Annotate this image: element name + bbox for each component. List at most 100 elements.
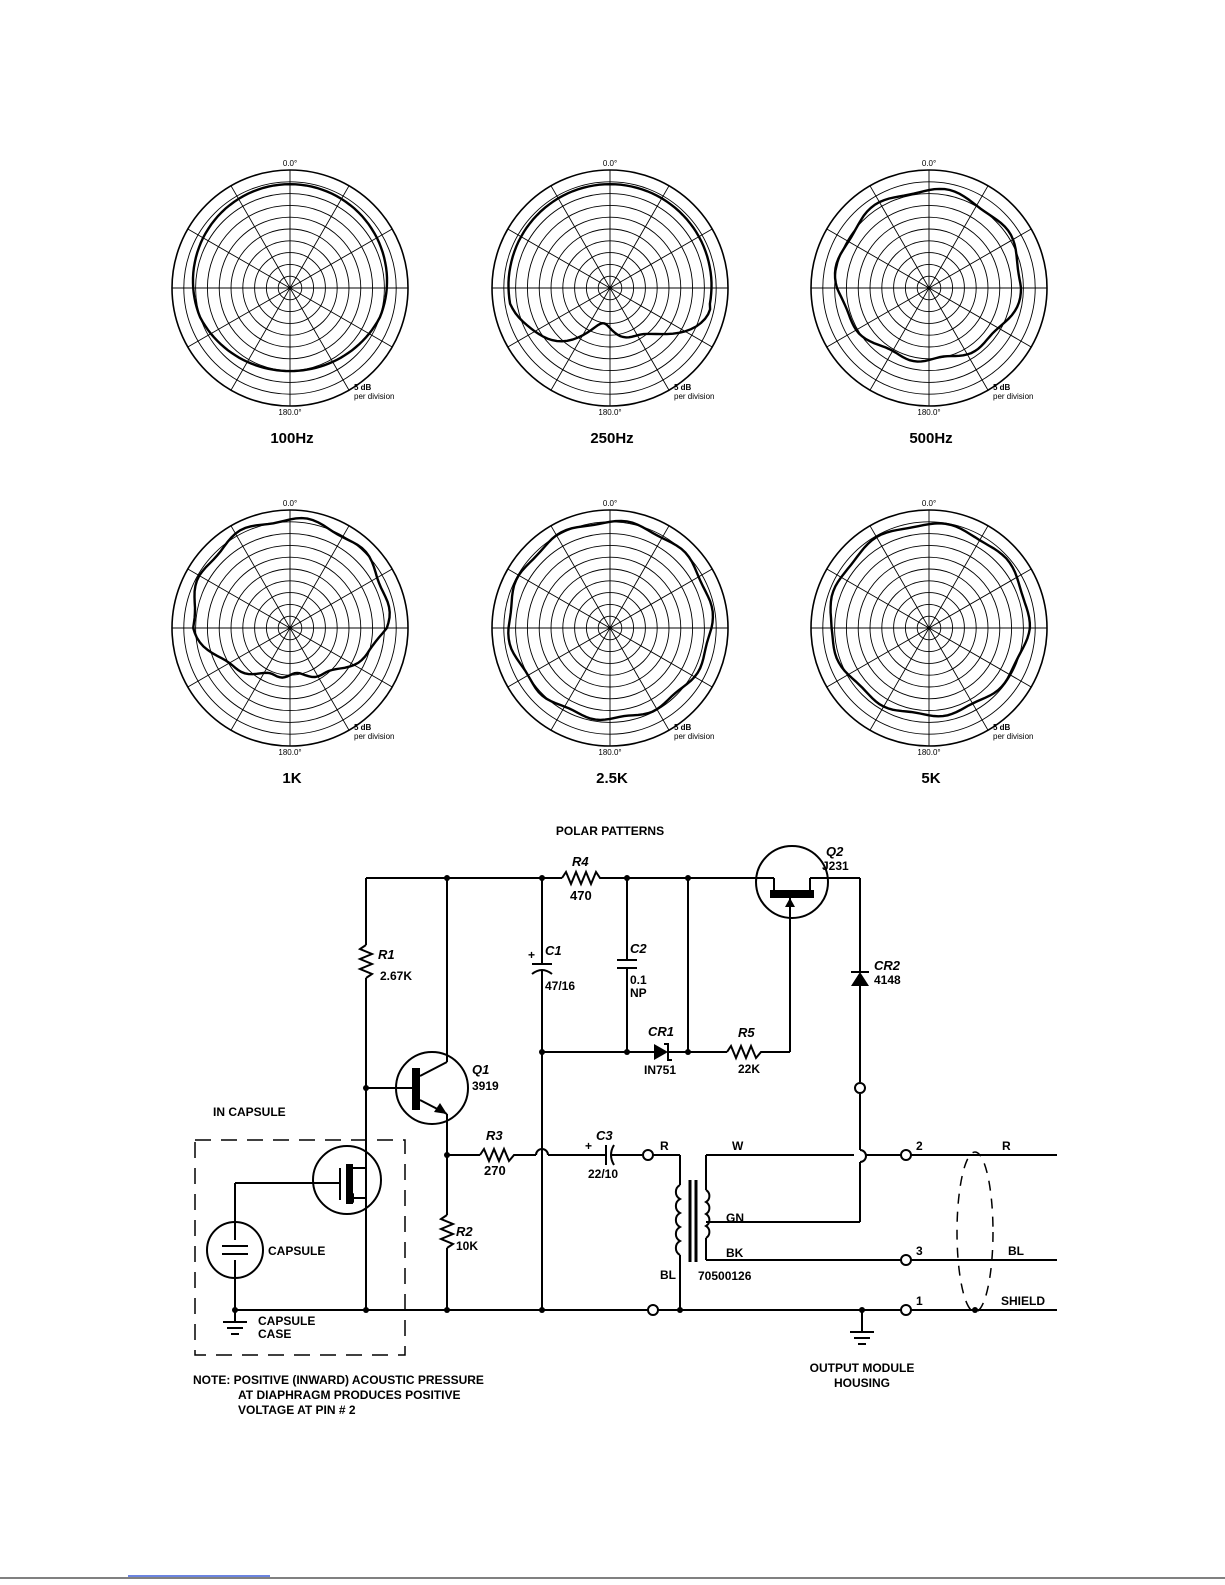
- polar-frequency-label: 5K: [921, 770, 940, 787]
- xfmr-r-label: R: [660, 1139, 669, 1153]
- c2-value-2: NP: [630, 986, 647, 1000]
- r5-ref: R5: [738, 1025, 755, 1040]
- polar-grid-spoke: [550, 525, 670, 731]
- output-r-label: R: [1002, 1139, 1011, 1153]
- c3-value: 22/10: [588, 1167, 618, 1181]
- c3-ref: C3: [596, 1128, 613, 1143]
- polar-scale-label: 5 dB: [674, 723, 692, 732]
- c2-value-1: 0.1: [630, 973, 647, 987]
- cr1-zener-diode: [654, 1044, 668, 1060]
- xfmr-w-label: W: [732, 1139, 744, 1153]
- cr1-value: IN751: [644, 1063, 676, 1077]
- note-line-3: VOLTAGE AT PIN # 2: [238, 1403, 356, 1417]
- output-module-label-1: OUTPUT MODULE: [810, 1361, 915, 1375]
- capsule-label: CAPSULE: [268, 1244, 325, 1258]
- polar-top-label: 0.0°: [283, 499, 297, 508]
- polar-bottom-label: 180.0°: [278, 408, 301, 417]
- output-bl-label: BL: [1008, 1244, 1024, 1258]
- r1-value: 2.67K: [380, 969, 412, 983]
- r3-ref: R3: [486, 1128, 503, 1143]
- housing-ground-symbol: [850, 1310, 874, 1345]
- polar-frequency-label: 1K: [282, 770, 301, 787]
- polar-response-trace: [829, 522, 1032, 718]
- pin-2-label: 2: [916, 1139, 923, 1153]
- cable-shield: [956, 1151, 994, 1313]
- capsule-fet: [312, 1145, 382, 1215]
- polar-scale-label: 5 dB: [993, 723, 1011, 732]
- polar-response-trace: [507, 182, 713, 343]
- polar-bottom-label: 180.0°: [278, 748, 301, 757]
- polar-scale-label: per division: [993, 732, 1033, 741]
- output-shield-label: SHIELD: [1001, 1294, 1045, 1308]
- xfmr-bl-label: BL: [660, 1268, 676, 1282]
- r3-resistor: [479, 1146, 520, 1164]
- polar-scale-label: 5 dB: [993, 383, 1011, 392]
- polar-top-label: 0.0°: [922, 499, 936, 508]
- cr1-ref: CR1: [648, 1024, 674, 1039]
- cr2-diode: [851, 972, 869, 986]
- r3-value: 270: [484, 1163, 506, 1178]
- polar-response-trace: [191, 182, 389, 373]
- q1-transistor: [395, 1051, 469, 1125]
- r4-resistor: [561, 869, 604, 887]
- r2-ref: R2: [456, 1224, 473, 1239]
- q1-value: 3919: [472, 1079, 499, 1093]
- polar-bottom-label: 180.0°: [598, 748, 621, 757]
- c2-ref: C2: [630, 941, 647, 956]
- cr2-value: 4148: [874, 973, 901, 987]
- q2-ref: Q2: [826, 844, 844, 859]
- polar-grid-spoke: [869, 525, 989, 731]
- cr2-ref: CR2: [874, 958, 901, 973]
- polar-top-label: 0.0°: [603, 159, 617, 168]
- polar-scale-label: per division: [354, 392, 394, 401]
- polar-frequency-label: 100Hz: [270, 430, 313, 447]
- r5-resistor: [726, 1043, 790, 1061]
- q2-jfet: [755, 845, 829, 919]
- r2-value: 10K: [456, 1239, 478, 1253]
- polar-top-label: 0.0°: [283, 159, 297, 168]
- c1-value: 47/16: [545, 979, 575, 993]
- r4-ref: R4: [572, 854, 589, 869]
- xfmr-bk-label: BK: [726, 1246, 744, 1260]
- polar-bottom-label: 180.0°: [917, 748, 940, 757]
- r2-resistor: [438, 1214, 456, 1249]
- c1-ref: C1: [545, 943, 562, 958]
- polar-scale-label: per division: [674, 732, 714, 741]
- r1-ref: R1: [378, 947, 395, 962]
- note-line-1: NOTE: POSITIVE (INWARD) ACOUSTIC PRESSUR…: [193, 1373, 484, 1387]
- polar-top-label: 0.0°: [603, 499, 617, 508]
- note-line-2: AT DIAPHRAGM PRODUCES POSITIVE: [238, 1388, 460, 1402]
- q2-value: J231: [822, 859, 849, 873]
- polar-scale-label: 5 dB: [354, 723, 372, 732]
- polar-grid-spoke: [869, 185, 989, 391]
- c3-plus: +: [585, 1139, 592, 1153]
- polar-top-label: 0.0°: [922, 159, 936, 168]
- output-transformer: [653, 1154, 711, 1310]
- r1-resistor: [357, 944, 375, 979]
- c1-plus: +: [528, 948, 535, 962]
- polar-scale-label: per division: [354, 732, 394, 741]
- polar-bottom-label: 180.0°: [598, 408, 621, 417]
- polar-frequency-label: 500Hz: [909, 430, 952, 447]
- q1-ref: Q1: [472, 1062, 489, 1077]
- polar-grid-spoke: [230, 185, 350, 391]
- in-capsule-label: IN CAPSULE: [213, 1105, 286, 1119]
- r5-value: 22K: [738, 1062, 760, 1076]
- polar-scale-label: per division: [674, 392, 714, 401]
- pin-3-label: 3: [916, 1244, 923, 1258]
- schematic: R4 470 R1 2.67K Q1 3919 R3 270: [193, 844, 1057, 1417]
- polar-frequency-label: 250Hz: [590, 430, 633, 447]
- pin-1-label: 1: [916, 1294, 923, 1308]
- polar-scale-label: 5 dB: [674, 383, 692, 392]
- polar-grid-spoke: [550, 185, 670, 391]
- polar-response-trace: [833, 187, 1023, 363]
- capsule-case-ground: [223, 1310, 247, 1335]
- xfmr-part-number: 70500126: [698, 1269, 752, 1283]
- polar-grid-spoke: [230, 525, 350, 731]
